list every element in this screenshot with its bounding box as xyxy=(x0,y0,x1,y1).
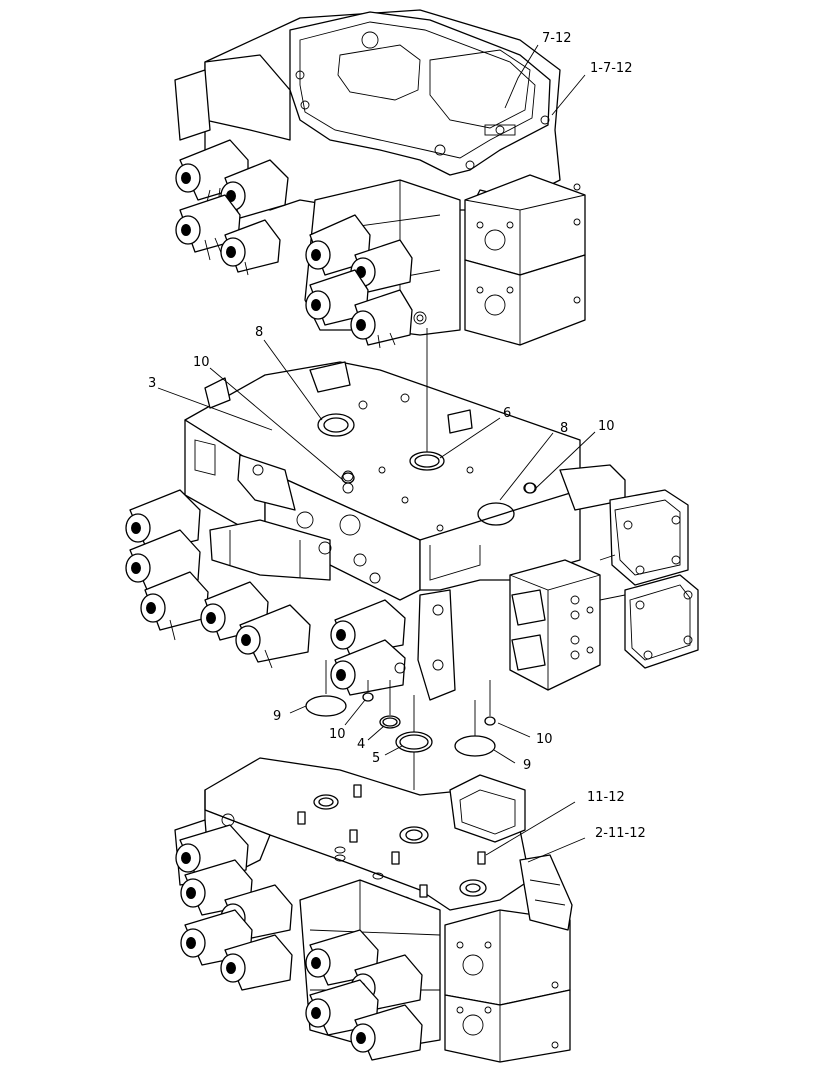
callout-11-12: 11-12 xyxy=(587,790,625,805)
callout-2-11-12: 2-11-12 xyxy=(595,826,646,841)
leader-lines xyxy=(157,44,596,863)
middle-solenoid-group xyxy=(125,489,406,696)
callout-9-left: 9 xyxy=(273,709,281,724)
callout-10-lower-left: 10 xyxy=(329,727,346,742)
callout-7-12: 7-12 xyxy=(542,31,572,46)
callout-10-upper-right: 10 xyxy=(598,419,615,434)
seal-components xyxy=(305,328,537,790)
lower-solenoid-group xyxy=(175,824,423,1061)
callout-1-7-12: 1-7-12 xyxy=(590,61,632,76)
o-ring-10-lower-left xyxy=(362,692,374,702)
middle-valve-section xyxy=(184,361,699,701)
callout-4: 4 xyxy=(357,737,365,752)
o-ring-10-upper-left xyxy=(341,472,355,484)
callout-6: 6 xyxy=(503,406,511,421)
o-ring-4 xyxy=(379,715,401,729)
callout-5: 5 xyxy=(372,751,380,766)
seal-9-right xyxy=(454,735,496,757)
seal-9-left xyxy=(305,695,347,717)
callout-9-right: 9 xyxy=(523,758,531,773)
callout-8-left: 8 xyxy=(255,325,263,340)
o-ring-10-lower-right xyxy=(484,716,496,726)
callout-10-upper-left: 10 xyxy=(193,355,210,370)
callout-labels: 7-12 1-7-12 8 10 3 6 8 10 9 10 4 5 10 9 … xyxy=(148,31,646,841)
callout-8-right: 8 xyxy=(560,421,568,436)
callout-3: 3 xyxy=(148,376,156,391)
callout-10-lower-right: 10 xyxy=(536,732,553,747)
upper-solenoid-group xyxy=(175,139,427,349)
